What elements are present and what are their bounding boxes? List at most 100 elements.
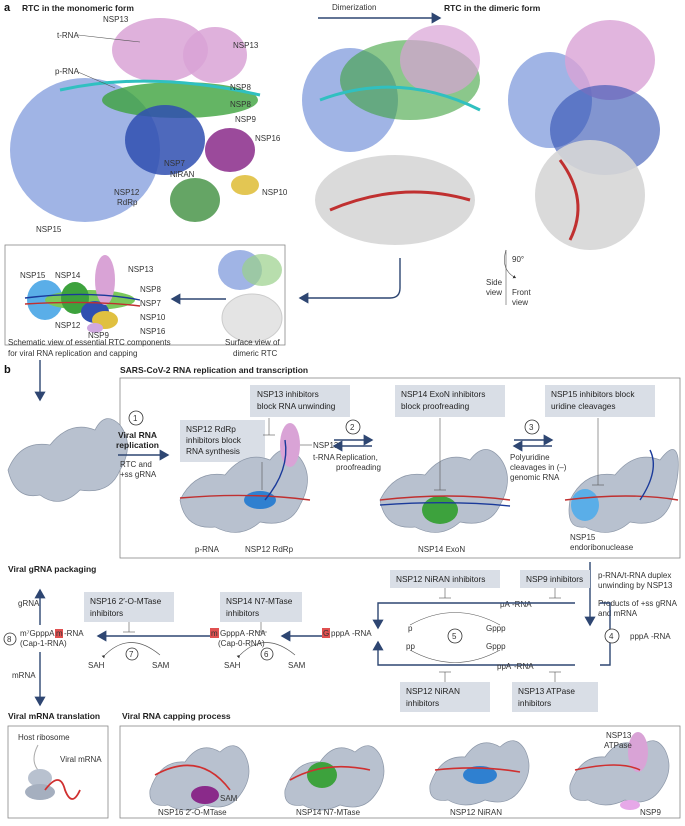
inh-nsp16-2: inhibitors <box>90 608 123 618</box>
pa-rna: pA <box>500 600 510 609</box>
label-rdrp: RdRp <box>117 198 138 207</box>
inh-niran-bot-1: NSP12 NiRAN <box>406 686 460 696</box>
step1-sub-1: RTC and <box>120 460 152 469</box>
nsp15-inhibitors-box <box>545 385 655 417</box>
nsp14-exon: NSP14 ExoN <box>418 545 465 554</box>
sam-b: SAM <box>288 661 306 670</box>
inh-nsp13-2: block RNA unwinding <box>257 401 336 411</box>
rtc-nsp14 <box>379 449 511 533</box>
cap-niran: NSP12 NiRAN <box>450 808 502 817</box>
capping-box <box>119 725 681 819</box>
step3-text-3: genomic RNA <box>510 473 560 482</box>
step3-text-1: Polyuridine <box>510 453 550 462</box>
nsp15-surface <box>10 78 160 222</box>
rep-nsp12rdrp: NSP12 RdRp <box>245 545 294 554</box>
panel-a-label: a <box>4 2 11 14</box>
duplex-text-1: p-RNA/t-RNA duplex <box>598 571 671 580</box>
sars-title: SARS-CoV-2 RNA replication and transcrip… <box>120 365 308 375</box>
label-prna: p-RNA <box>55 67 80 76</box>
step8-num: 8 <box>7 635 12 644</box>
label-nsp9: NSP9 <box>235 115 256 124</box>
cap1-suffix: -RNA <box>64 629 84 638</box>
cap0-text: GpppA <box>220 629 246 638</box>
monomer-structure <box>10 18 261 222</box>
dimerization-label: Dimerization <box>332 3 376 12</box>
cap-nsp14: NSP14 N7-MTase <box>296 808 361 817</box>
cap-nsp9: NSP9 <box>640 808 661 817</box>
cap1-tag: m <box>56 629 63 638</box>
nsp14-inhibitors-box <box>395 385 505 417</box>
dimer-front-structure <box>508 20 660 250</box>
step1-title-2: replication <box>116 440 159 450</box>
rotation-angle: 90° <box>512 255 524 264</box>
label-nsp15: NSP15 <box>36 225 62 234</box>
label-nsp16: NSP16 <box>255 134 281 143</box>
cap0-tag: m <box>211 629 218 638</box>
host-ribosome: Host ribosome <box>18 733 70 742</box>
inh-nsp14m-1: NSP14 N7-MTase <box>226 596 293 606</box>
cap-nsp13: NSP13 <box>606 731 632 740</box>
capping-title: Viral RNA capping process <box>122 711 231 721</box>
inh-nsp9: NSP9 inhibitors <box>526 574 583 584</box>
mono-title: RTC in the monomeric form <box>22 3 134 13</box>
mrna-label: mRNA <box>12 671 36 680</box>
sch-caption-1: Schematic view of essential RTC componen… <box>8 338 171 347</box>
nsp16-structure <box>205 128 255 172</box>
inh-nsp14-2: block proofreading <box>401 401 470 411</box>
rtc-replication <box>179 423 311 533</box>
sch-nsp10: NSP10 <box>140 313 166 322</box>
ppa-rna: ppA <box>497 662 512 671</box>
cap1-text: m⁷GpppA <box>20 629 55 638</box>
step1-sub-2: +ss gRNA <box>120 470 157 479</box>
rtc-left <box>7 418 128 502</box>
rtc-nsp15 <box>564 449 679 533</box>
step2-num: 2 <box>350 423 355 432</box>
nsp15-endo-1: NSP15 <box>570 533 596 542</box>
nsp16-inhibitors-box <box>84 592 174 622</box>
inh-nsp12-1: NSP12 RdRp <box>186 424 236 434</box>
p-label: p <box>408 624 413 633</box>
sch-caption-2: for viral RNA replication and capping <box>8 349 137 358</box>
capping-nsp13 <box>569 732 670 810</box>
inh-nsp13-1: NSP13 inhibitors <box>257 389 319 399</box>
sch-nsp14: NSP14 <box>55 271 81 280</box>
gppp-rna-suffix: -RNA <box>352 629 372 638</box>
step5-num: 5 <box>452 632 457 641</box>
step6-num: 6 <box>264 650 269 659</box>
ribosome-icon <box>25 744 81 800</box>
inh-niran-bot-2: inhibitors <box>406 698 439 708</box>
niran-inhibitors-top-box <box>390 570 500 588</box>
nsp9-inhibitors-box <box>520 570 590 588</box>
cap-nsp16: NSP16 2′-O-MTase <box>158 808 227 817</box>
step1-num: 1 <box>133 414 138 423</box>
step2-text-2: proofreading <box>336 463 381 472</box>
step3-num: 3 <box>529 423 534 432</box>
cap-atpase: ATPase <box>604 741 632 750</box>
label-nsp13-right: NSP13 <box>233 41 259 50</box>
inh-nsp12-3: RNA synthesis <box>186 446 240 456</box>
rep-prna: p-RNA <box>195 545 220 554</box>
inh-nsp13atp-2: inhibitors <box>518 698 551 708</box>
surface-view <box>218 250 283 343</box>
label-trna: t-RNA <box>57 31 79 40</box>
niran-inhibitors-bot-box <box>400 682 490 712</box>
nsp13-right-structure <box>183 27 247 83</box>
surface-caption-2: dimeric RTC <box>233 349 278 358</box>
rtc-schematic <box>24 255 141 333</box>
sah-a: SAH <box>88 661 105 670</box>
sch-nsp7: NSP7 <box>140 299 161 308</box>
sam-a: SAM <box>152 661 170 670</box>
sch-nsp12: NSP12 <box>55 321 81 330</box>
nsp12-structure <box>125 105 205 175</box>
front-view-2: view <box>512 298 528 307</box>
nsp14m-inhibitors-box <box>220 592 302 622</box>
g-tag: G <box>323 629 329 638</box>
nsp13-inhibitors-box <box>250 385 350 417</box>
nsp10-structure <box>231 175 259 195</box>
schematic-box <box>4 244 286 346</box>
packaging-title: Viral gRNA packaging <box>8 564 96 574</box>
dimer-side-structure <box>302 25 481 245</box>
side-view-1: Side <box>486 278 503 287</box>
sch-nsp8: NSP8 <box>140 285 161 294</box>
translation-title: Viral mRNA translation <box>8 711 100 721</box>
